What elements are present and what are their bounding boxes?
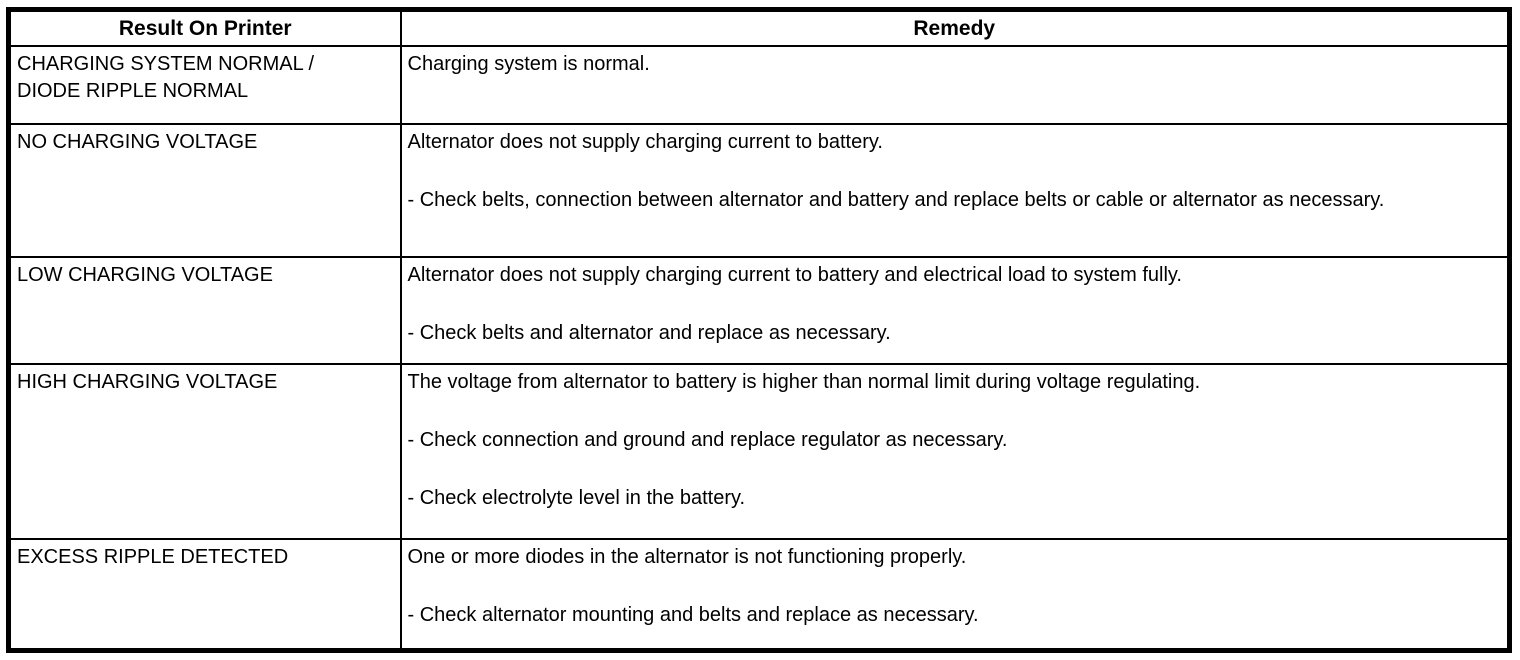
result-line: DIODE RIPPLE NORMAL [17,79,249,102]
result-cell: EXCESS RIPPLE DETECTED [7,537,402,652]
table-row: CHARGING SYSTEM NORMAL / DIODE RIPPLE NO… [7,44,1511,125]
diagnosis-remedy-table: Result On Printer Remedy CHARGING SYSTEM… [6,7,1512,653]
remedy-check-item: - Check belts, connection between altern… [407,188,1385,211]
result-cell: CHARGING SYSTEM NORMAL / DIODE RIPPLE NO… [7,44,402,125]
remedy-paragraph: Alternator does not supply charging curr… [407,130,883,153]
result-line: CHARGING SYSTEM NORMAL / [17,52,315,75]
remedy-check-item: - Check connection and ground and replac… [407,428,1008,451]
remedy-paragraph: One or more diodes in the alternator is … [407,545,967,568]
table-row: EXCESS RIPPLE DETECTED One or more diode… [7,537,1511,652]
result-cell: LOW CHARGING VOLTAGE [7,255,402,365]
result-cell: HIGH CHARGING VOLTAGE [7,362,402,540]
remedy-cell: The voltage from alternator to battery i… [399,362,1511,540]
remedy-cell: Charging system is normal. [399,44,1511,125]
remedy-paragraph: Charging system is normal. [407,52,650,75]
remedy-cell: Alternator does not supply charging curr… [399,255,1511,365]
table-row: HIGH CHARGING VOLTAGE The voltage from a… [7,362,1511,540]
result-line: NO CHARGING VOLTAGE [17,130,258,153]
result-cell: NO CHARGING VOLTAGE [7,122,402,258]
table-row: NO CHARGING VOLTAGE Alternator does not … [7,122,1511,258]
column-header-remedy: Remedy [399,8,1511,47]
remedy-paragraph: Alternator does not supply charging curr… [407,263,1182,286]
result-line: LOW CHARGING VOLTAGE [17,263,273,286]
table-row: LOW CHARGING VOLTAGE Alternator does not… [7,255,1511,365]
remedy-check-item: - Check belts and alternator and replace… [407,321,891,344]
remedy-cell: One or more diodes in the alternator is … [399,537,1511,652]
header-row: Result On Printer Remedy [7,8,1511,47]
remedy-paragraph: The voltage from alternator to battery i… [407,370,1201,393]
remedy-check-item: - Check alternator mounting and belts an… [407,603,979,626]
column-header-result-on-printer: Result On Printer [7,8,402,47]
result-line: HIGH CHARGING VOLTAGE [17,370,278,393]
remedy-cell: Alternator does not supply charging curr… [399,122,1511,258]
result-line: EXCESS RIPPLE DETECTED [17,545,289,568]
remedy-check-item: - Check electrolyte level in the battery… [407,486,746,509]
